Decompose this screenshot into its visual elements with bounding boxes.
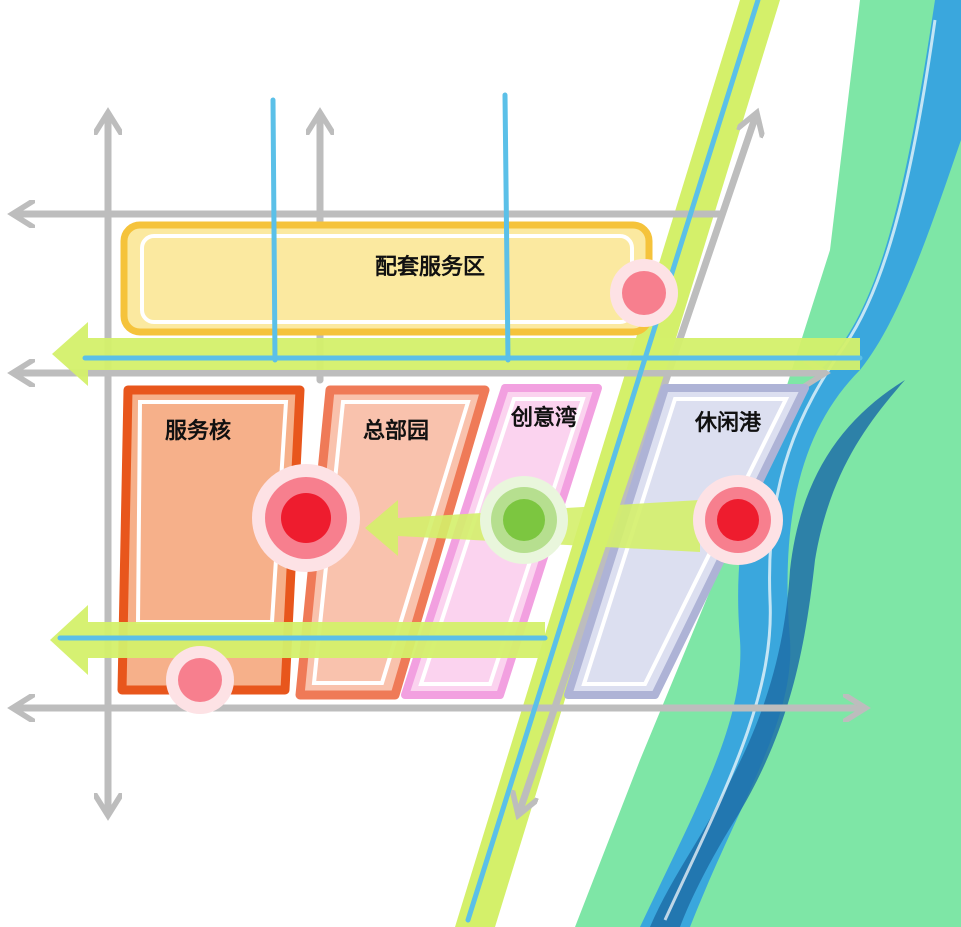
node-icon [693,475,783,565]
label-creative-bay: 创意湾 [510,405,577,431]
label-leisure-port: 休闲港 [694,411,762,436]
zone-hq-park-inner [311,400,471,685]
label-hq-park: 总部园 [363,418,429,444]
zone-creative-bay-inner [418,397,586,686]
label-service-core: 服务核 [165,418,231,444]
node-icon [166,646,234,714]
water-line-v-2 [502,92,511,363]
water-line-diagonal [465,0,761,923]
zone-leisure-port-inner [581,397,790,686]
river [640,0,961,927]
label-service-area: 配套服务区 [375,254,485,280]
water-line-v-1 [270,97,278,363]
green-corridor-top [52,322,860,386]
node-icon [610,259,678,327]
zone-service-core [117,385,305,695]
node-icon [252,464,360,572]
node-icon [480,476,568,564]
